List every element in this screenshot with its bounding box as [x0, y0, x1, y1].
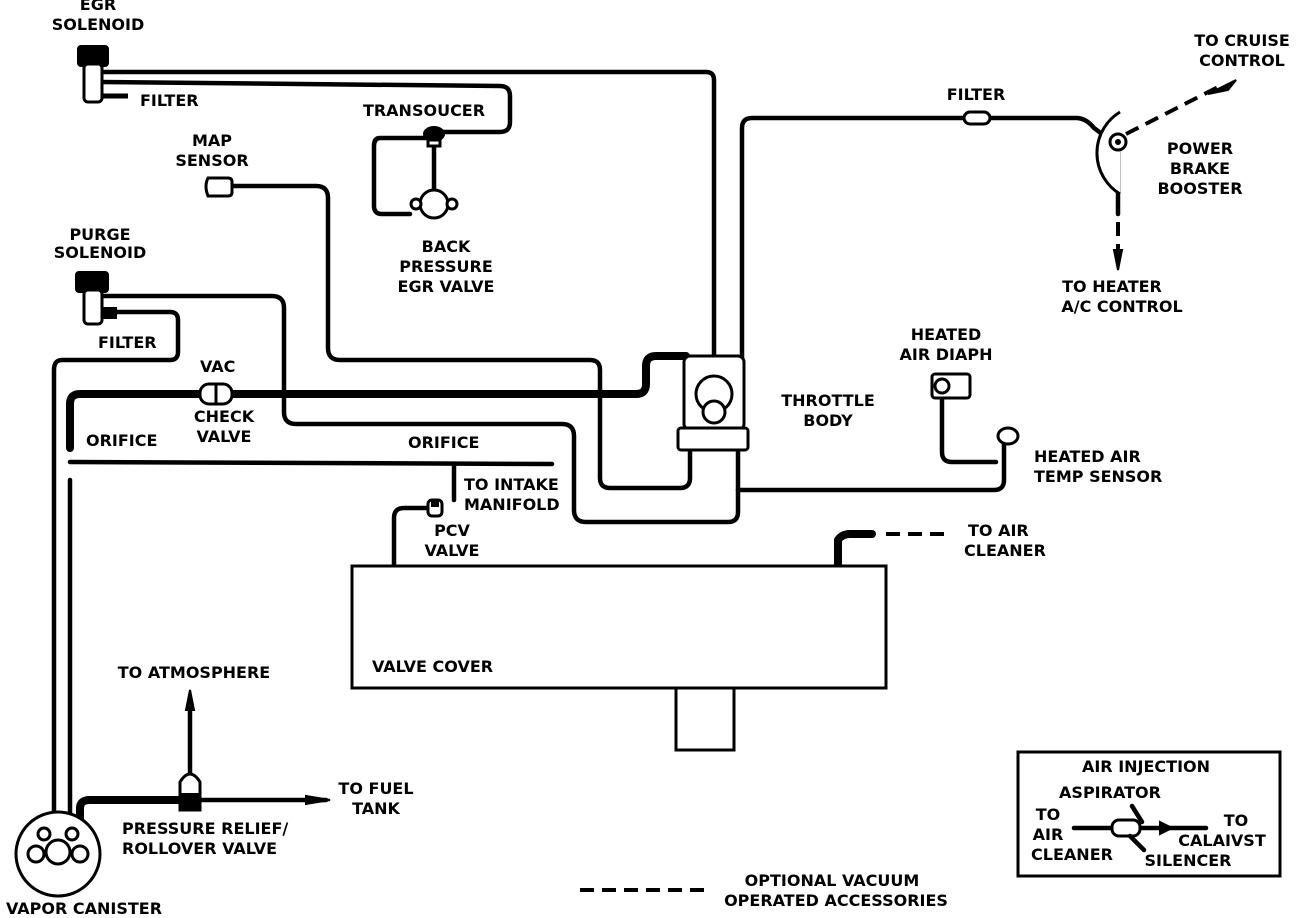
- power-brake-booster-label-2: BRAKE: [1170, 159, 1230, 178]
- back-pressure-egr-valve-label-3: EGR VALVE: [398, 277, 495, 296]
- heated-air-temp-sensor-label-1: HEATED AIR: [1034, 447, 1141, 466]
- power-brake-booster-label-3: BOOSTER: [1157, 179, 1242, 198]
- check-valve: [198, 382, 234, 406]
- to-fuel-tank-label-1: TO FUEL: [338, 779, 413, 798]
- purge-filter-label: FILTER: [98, 333, 157, 352]
- pressure-relief-label-2: ROLLOVER VALVE: [122, 839, 277, 858]
- to-heater-ac-control-label-2: A/C CONTROL: [1061, 297, 1182, 316]
- optional-accessories-label-2: OPERATED ACCESSORIES: [724, 891, 948, 910]
- pcv-valve-label-1: PCV: [434, 521, 470, 540]
- to-air-cleaner-label-1: TO AIR: [968, 521, 1029, 540]
- booster-filter-label: FILTER: [947, 85, 1006, 104]
- to-air-cleaner-label-2: CLEANER: [964, 541, 1046, 560]
- pressure-relief-label-1: PRESSURE RELIEF/: [122, 819, 288, 838]
- throttle-body-label-2: BODY: [803, 411, 853, 430]
- valve-cover-label: VALVE COVER: [372, 657, 493, 676]
- egr-filter-label: FILTER: [140, 91, 199, 110]
- orifice-right-label: ORIFICE: [408, 433, 479, 452]
- purge-solenoid-label-1: PURGE: [69, 225, 130, 244]
- power-brake-booster-label-1: POWER: [1167, 139, 1233, 158]
- to-cruise-control-label-1: TO CRUISE: [1194, 31, 1290, 50]
- labels: EGR SOLENOID FILTER MAP SENSOR TRANSOUCE…: [6, 0, 1290, 918]
- aspirator-label: ASPIRATOR: [1059, 783, 1161, 802]
- to-cruise-control-label-2: CONTROL: [1199, 51, 1285, 70]
- egr-solenoid: [77, 45, 128, 104]
- to-intake-manifold-label-2: MANIFOLD: [464, 495, 560, 514]
- to-intake-manifold-label-1: TO INTAKE: [464, 475, 559, 494]
- air-injection-title: AIR INJECTION: [1082, 757, 1210, 776]
- back-pressure-egr-valve-label-2: PRESSURE: [399, 257, 493, 276]
- throttle-body-label-1: THROTTLE: [781, 391, 875, 410]
- to-fuel-tank-label-2: TANK: [352, 799, 400, 818]
- main-vacuum-line: [66, 352, 690, 452]
- air-injection-inset: [1016, 750, 1282, 878]
- pressure-relief-rollover-valve: [178, 772, 202, 812]
- to-heater-ac-control-label-1: TO HEATER: [1062, 277, 1162, 296]
- heated-air-diaphragm: [930, 372, 972, 400]
- transducer: [423, 126, 445, 148]
- egr-solenoid-label-1: EGR: [80, 0, 116, 14]
- inset-to-air-cleaner-label-1: TO: [1036, 805, 1061, 824]
- power-brake-booster: [1095, 110, 1128, 196]
- silencer-label: SILENCER: [1145, 851, 1232, 870]
- purge-solenoid: [75, 271, 117, 326]
- map-sensor-label-1: MAP: [192, 131, 232, 150]
- map-sensor: [204, 176, 234, 198]
- heated-air-diaph-label-1: HEATED: [911, 325, 982, 344]
- inset-to-catalyst-label-1: TO: [1224, 811, 1249, 830]
- purge-solenoid-label-2: SOLENOID: [54, 243, 146, 262]
- optional-accessories-label-1: OPTIONAL VACUUM: [745, 871, 920, 890]
- pcv-valve-label-2: VALVE: [425, 541, 480, 560]
- to-atmosphere-label: TO ATMOSPHERE: [118, 663, 270, 682]
- booster-filter: [962, 110, 992, 126]
- check-valve-label-1: CHECK: [194, 407, 255, 426]
- egr-solenoid-label-2: SOLENOID: [52, 15, 144, 34]
- hose-network: [51, 69, 1237, 824]
- orifice-left-label: ORIFICE: [86, 431, 157, 450]
- heated-air-diaph-label-2: AIR DIAPH: [900, 345, 993, 364]
- check-valve-label-2: VALVE: [197, 427, 252, 446]
- back-pressure-egr-valve-label-1: BACK: [422, 237, 471, 256]
- transducer-label: TRANSOUCER: [363, 101, 485, 120]
- vapor-canister: [14, 810, 102, 898]
- throttle-body: [676, 354, 750, 452]
- pcv-valve: [426, 498, 444, 518]
- heated-air-temp-sensor: [996, 426, 1020, 446]
- vapor-canister-label: VAPOR CANISTER: [6, 899, 162, 918]
- valve-cover: [350, 564, 888, 752]
- inset-to-air-cleaner-label-3: CLEANER: [1031, 845, 1113, 864]
- inset-to-catalyst-label-2: CALAIVST: [1178, 831, 1266, 850]
- back-pressure-egr-valve: [409, 188, 459, 220]
- map-sensor-label-2: SENSOR: [175, 151, 248, 170]
- heated-air-temp-sensor-label-2: TEMP SENSOR: [1034, 467, 1162, 486]
- vac-label: VAC: [200, 357, 235, 376]
- inset-to-air-cleaner-label-2: AIR: [1033, 825, 1064, 844]
